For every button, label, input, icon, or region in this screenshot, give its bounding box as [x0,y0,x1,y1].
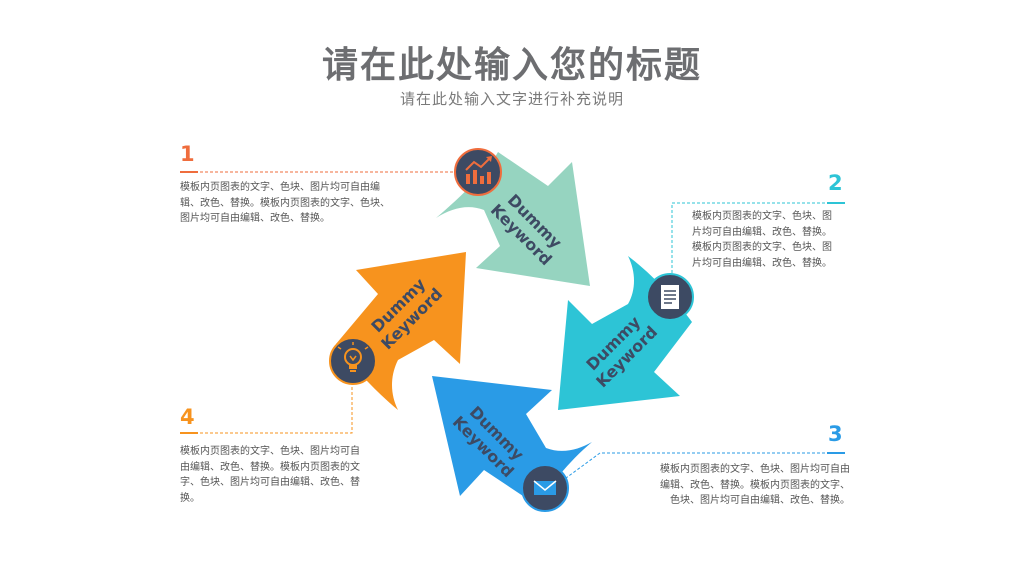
page-subtitle: 请在此处输入文字进行补充说明 [399,90,624,108]
badge-3 [521,464,569,512]
badge-1 [454,148,502,196]
lightbulb-icon [337,342,369,372]
step-4-description: 模板内页图表的文字、色块、图片均可自 由编辑、改色、替换。模板内页图表的文 字、… [180,446,360,504]
connectors [180,171,845,479]
document-icon [661,285,679,309]
connector-4 [180,383,353,434]
step-number-4: 4 [180,405,195,429]
connector-2 [671,202,845,282]
badge-2 [646,273,694,321]
chart-icon [465,156,492,184]
step-number-2: 2 [828,171,843,195]
page-title: 请在此处输入您的标题 [321,45,702,86]
step-3-description: 模板内页图表的文字、色块、图片均可自由 编辑、改色、替换。模板内页图表的文字、 … [660,464,850,506]
step-2-description: 模板内页图表的文字、色块、图 片均可自由编辑、改色、替换。 模板内页图表的文字、… [692,211,832,269]
step-number-3: 3 [828,422,843,446]
step-1-description: 模板内页图表的文字、色块、图片均可自由编 辑、改色、替换。模板内页图表的文字、色… [180,182,390,224]
badge-4 [329,337,377,385]
envelope-icon [533,480,557,495]
step-number-1: 1 [180,142,195,166]
connector-3 [565,452,845,479]
